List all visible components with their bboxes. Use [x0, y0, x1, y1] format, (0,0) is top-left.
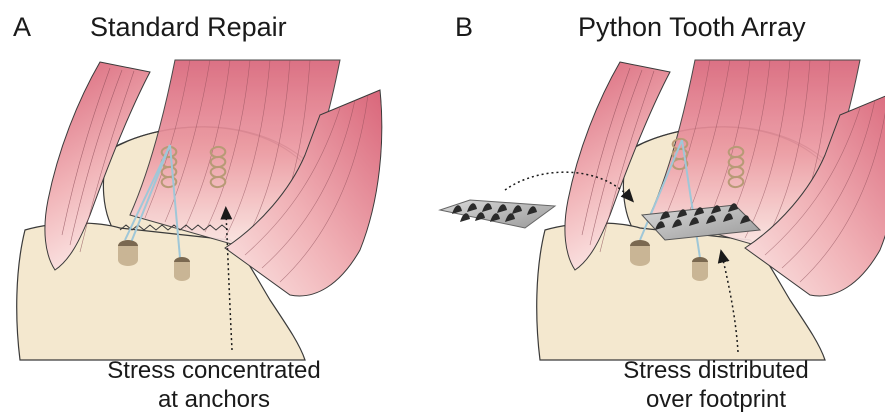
- panel-a-caption-line1: Stress concentrated: [74, 356, 354, 385]
- panel-b-illustration: [440, 60, 885, 360]
- lateral-anchor-right: [174, 257, 190, 281]
- lateral-anchor-b-right: [692, 257, 708, 281]
- lateral-anchor-b-left: [630, 240, 650, 266]
- tooth-array-patch: [440, 200, 555, 228]
- panel-a-illustration: [17, 60, 382, 360]
- panel-b-caption-line1: Stress distributed: [576, 356, 856, 385]
- panel-b-caption: Stress distributed over footprint: [576, 356, 856, 414]
- panel-a-caption-line2: at anchors: [74, 385, 354, 414]
- panel-a-caption: Stress concentrated at anchors: [74, 356, 354, 414]
- lateral-anchor-left: [118, 240, 138, 266]
- panel-b-caption-line2: over footprint: [576, 385, 856, 414]
